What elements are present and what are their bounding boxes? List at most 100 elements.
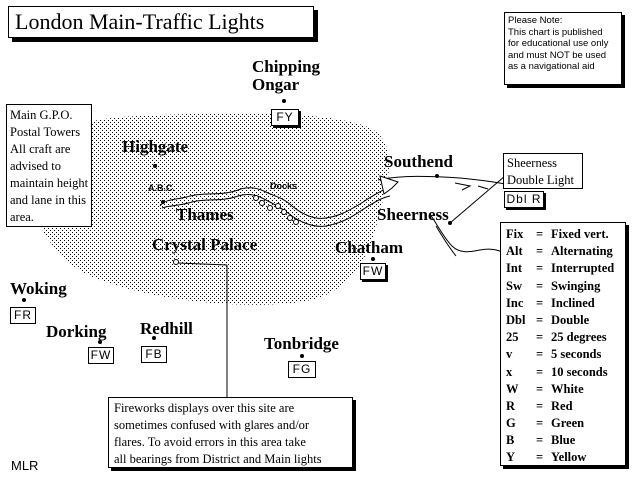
legend-desc: Yellow — [551, 450, 587, 465]
legend-code: Alt — [506, 244, 523, 259]
thames-river-north-bank — [159, 185, 393, 219]
legend-code: W — [506, 381, 519, 396]
legend-eq: = — [536, 347, 544, 362]
legend-code: 25 — [506, 330, 519, 345]
marker-highgate — [153, 164, 157, 168]
sheerness-note-line: Double Light — [507, 173, 575, 187]
code-sheerness: Dbl R — [504, 191, 544, 208]
legend-code: B — [506, 433, 515, 448]
gpo-tower-note: Main G.P.O. Postal Towers All craft are … — [6, 104, 92, 227]
label-crystal-palace: Crystal Palace — [152, 235, 258, 254]
marker-tonbridge — [300, 354, 304, 358]
legend-code: G — [506, 416, 516, 431]
disclaimer-line: Please Note: — [508, 15, 563, 26]
fireworks-note: Fireworks displays over this site are so… — [108, 397, 353, 468]
estuary-shore-mark — [454, 182, 472, 191]
legend-eq: = — [536, 381, 544, 396]
legend-code: v — [506, 347, 513, 362]
legend-row: Dbl = Double — [506, 312, 620, 329]
estuary-island — [379, 175, 399, 195]
estuary-north-shore — [377, 175, 506, 185]
legend-desc: Swinging — [551, 278, 601, 293]
legend-code: Dbl — [506, 312, 526, 327]
label-southend: Southend — [384, 152, 453, 171]
legend-eq: = — [536, 330, 544, 345]
gpo-note-line: Main G.P.O. — [10, 108, 73, 122]
legend-eq: = — [536, 312, 544, 327]
legend-row: Alt = Alternating — [506, 243, 620, 260]
label-abc: A.B.C. — [148, 183, 175, 193]
estuary-shore-mark-2 — [477, 185, 489, 190]
disclaimer-box: Please Note: This chart is published for… — [504, 12, 622, 85]
legend-desc: Alternating — [551, 244, 613, 259]
fireworks-note-line: Fireworks displays over this site are — [114, 401, 295, 415]
legend-desc: Double — [551, 312, 590, 327]
legend-desc: Interrupted — [551, 261, 615, 276]
stippled-zone — [27, 113, 390, 305]
marker-dorking — [98, 340, 102, 344]
disclaimer-line: as a navigational aid — [508, 61, 595, 72]
marker-southend — [435, 174, 439, 178]
fireworks-note-line: sometimes confused with glares and/or — [114, 418, 310, 432]
legend-desc: 5 seconds — [551, 347, 602, 362]
legend-eq: = — [536, 227, 544, 241]
legend-desc: 25 degrees — [551, 330, 607, 345]
legend-row: Sw=Swinging — [506, 278, 620, 295]
title-box: London Main-Traffic Lights — [8, 6, 314, 38]
legend-code: Int — [506, 261, 522, 276]
legend-desc: Green — [551, 416, 585, 431]
legend-row: v = 5 seconds — [506, 346, 620, 363]
label-docks: Docks — [270, 181, 298, 191]
legend-row: Fix = Fixed vert. — [506, 226, 620, 243]
gpo-note-line: area. — [10, 210, 34, 224]
legend-row: Int = Interrupted — [506, 260, 620, 277]
legend-code: Fix — [506, 227, 524, 241]
gpo-note-line: All craft are — [10, 142, 71, 156]
legend-eq: = — [536, 295, 544, 310]
legend-desc: Red — [551, 398, 573, 413]
code-tonbridge: FG — [288, 361, 316, 378]
marker-sheerness — [448, 221, 452, 225]
fireworks-note-line: all bearings from District and Main ligh… — [114, 452, 322, 466]
legend-eq: = — [536, 398, 544, 413]
legend-eq: = — [536, 244, 544, 259]
legend-code: Y — [506, 450, 516, 465]
code-dorking: FW — [88, 347, 114, 364]
legend-code: R — [506, 398, 516, 413]
legend-desc: 10 seconds — [551, 364, 608, 379]
legend-eq: = — [536, 433, 544, 448]
label-chipping-ongar-line1: Chipping — [252, 57, 321, 76]
label-chatham: Chatham — [335, 238, 404, 257]
legend-row: 25 = 25 degrees — [506, 329, 620, 346]
legend-row: B = Blue — [506, 432, 620, 449]
fireworks-leader-h — [177, 262, 228, 266]
sheerness-coast-inner — [435, 225, 457, 257]
legend-eq: = — [536, 278, 544, 293]
legend-row: Inc = Inclined — [506, 295, 620, 312]
legend-desc: Fixed vert. — [551, 227, 609, 241]
label-sheerness: Sheerness — [377, 205, 449, 224]
disclaimer-line: This chart is published — [508, 26, 603, 38]
legend-desc: Blue — [551, 433, 576, 448]
gpo-note-line: and lane in this — [10, 193, 87, 207]
label-chipping-ongar-line2: Ongar — [252, 75, 300, 94]
legend-row: W=White — [506, 381, 620, 398]
label-highgate: Highgate — [122, 137, 189, 156]
legend-row: G=Green — [506, 415, 620, 432]
disclaimer-line: for educational use only — [508, 38, 609, 49]
marker-abc — [161, 200, 165, 204]
legend-code: Inc — [506, 295, 524, 310]
fireworks-note-line: flares. To avoid errors in this area tak… — [114, 435, 306, 449]
legend-code: x — [506, 364, 513, 379]
legend-eq: = — [536, 261, 544, 276]
code-chipping-ongar: FY — [271, 109, 299, 126]
marker-woking — [22, 298, 26, 302]
marker-crystal-palace — [173, 259, 179, 265]
label-dorking: Dorking — [46, 322, 107, 341]
gpo-note-line: Postal Towers — [10, 125, 81, 139]
legend-desc: Inclined — [551, 295, 595, 310]
legend: Fix = Fixed vert. Alt = Alternating Int = Inte… — [500, 222, 626, 466]
code-woking: FR — [10, 307, 36, 324]
sheerness-coast — [429, 213, 503, 253]
